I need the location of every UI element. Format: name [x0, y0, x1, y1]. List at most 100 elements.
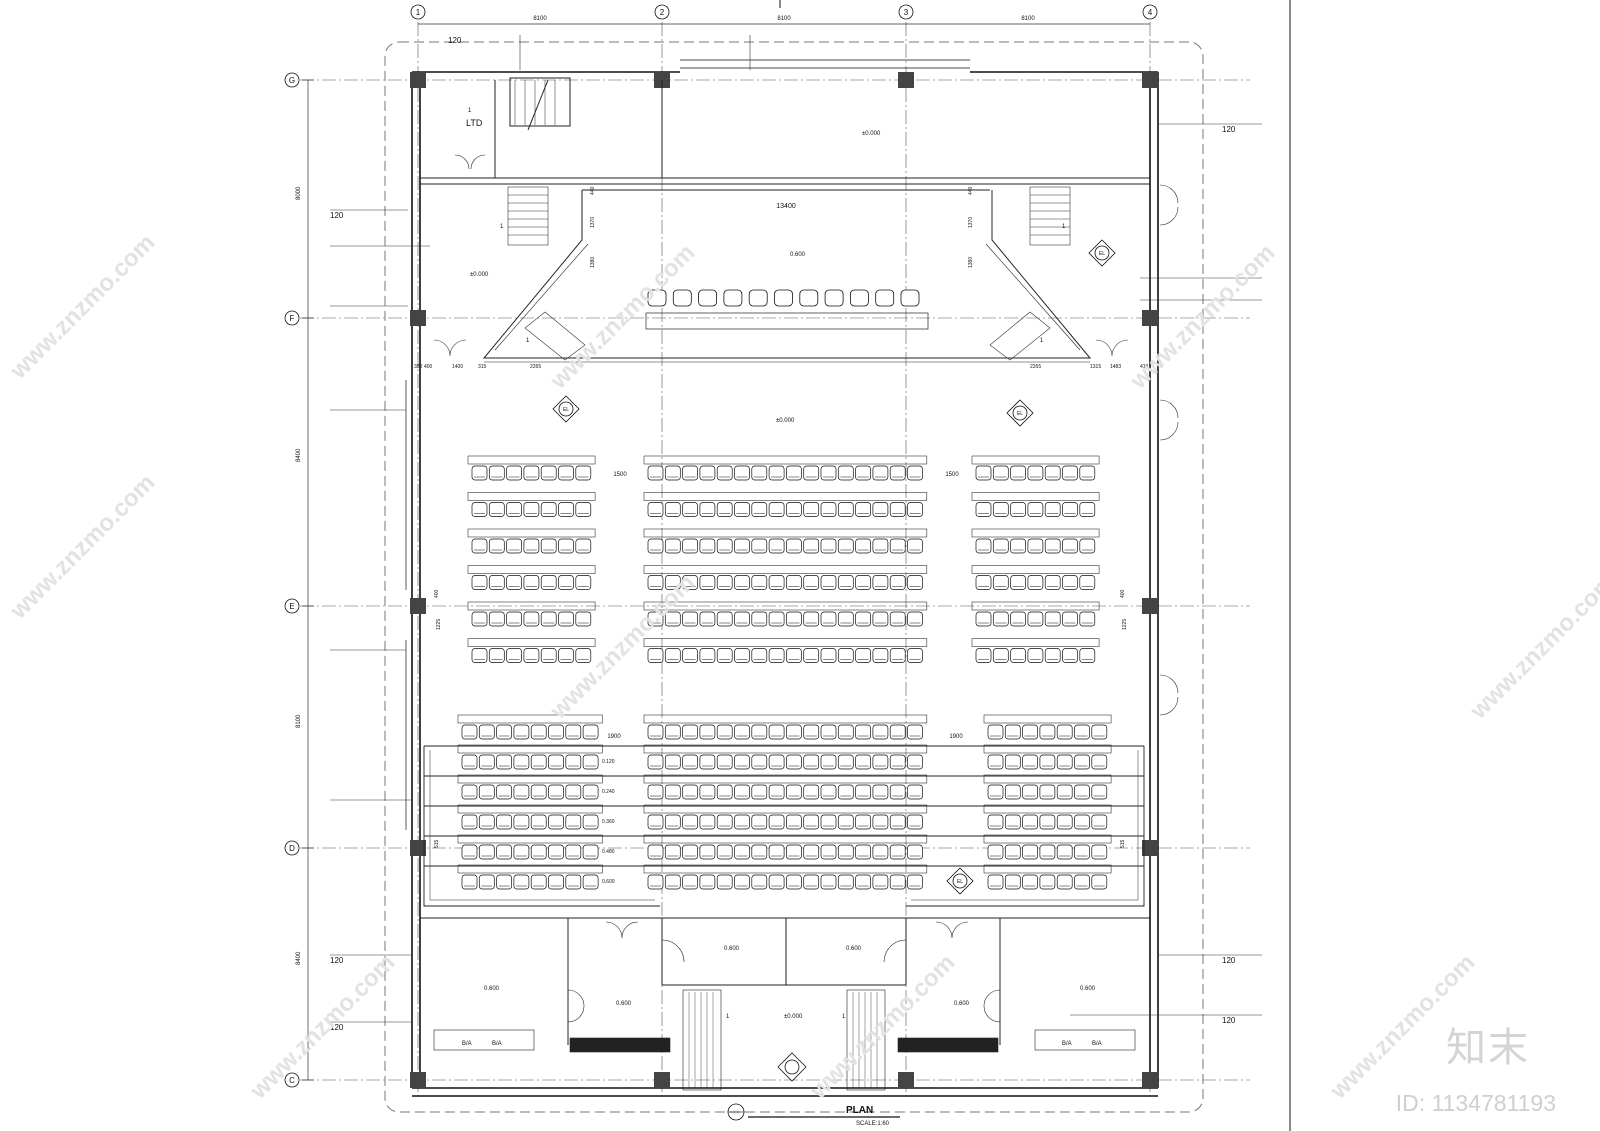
room5-elev: 0.600 [954, 1001, 970, 1007]
dim-440-right: 440 [968, 186, 974, 195]
plan-scale: SCALE:1:60 [856, 1121, 890, 1127]
lower-rooms [420, 917, 1150, 1091]
audience-seat [1056, 844, 1073, 860]
seat-rail [971, 528, 1100, 538]
audience-seat [786, 784, 802, 800]
audience-seat [1004, 754, 1021, 770]
audience-seat [803, 502, 820, 517]
audience-seat [461, 874, 478, 890]
audience-seat [1091, 844, 1108, 860]
audience-seat [855, 844, 871, 860]
svg-text:www.znzmo.com: www.znzmo.com [804, 949, 960, 1105]
audience-seat [530, 784, 547, 800]
audience-seat [496, 784, 512, 800]
audience-seat [1044, 502, 1061, 517]
seat-rail [643, 774, 928, 784]
audience-seat [1074, 874, 1090, 890]
audience-seat [513, 844, 530, 860]
audience-seat [1062, 465, 1078, 481]
audience-seat [471, 648, 488, 663]
audience-seat [1010, 611, 1026, 627]
partition-note-1: 120 [330, 211, 344, 220]
audience-seat [889, 648, 906, 663]
audience-seat [734, 575, 750, 590]
numeral-1d: 1 [1062, 224, 1066, 230]
svg-text:www.znzmo.com: www.znzmo.com [544, 569, 700, 725]
audience-seat [1044, 611, 1061, 627]
audience-seat [523, 538, 540, 554]
svg-text:F: F [290, 314, 295, 323]
dim-440-left: 440 [590, 186, 596, 195]
column [410, 72, 426, 88]
stage-chair [824, 289, 844, 307]
audience-seat [855, 874, 871, 890]
svg-text:www.znzmo.com: www.znzmo.com [244, 949, 400, 1105]
seat-rail [467, 601, 596, 611]
stage-chair [900, 289, 920, 307]
dim-1400: 1400 [452, 364, 463, 370]
audience-seat [786, 538, 802, 554]
audience-seat [682, 538, 698, 554]
audience-seat [992, 648, 1009, 663]
grid-bubble-row-F: F [284, 310, 300, 326]
grid-bubble-col-1: 1 [410, 4, 426, 20]
section-markers: EL EL EL EL [552, 239, 1116, 1082]
dim-1380-right: 1380 [968, 257, 974, 268]
leader-lines [330, 35, 1262, 1023]
audience-seat [1044, 538, 1061, 554]
seat-rail [457, 744, 603, 754]
audience-seat [664, 784, 681, 800]
audience-seat [523, 611, 540, 627]
audience-seat [523, 465, 540, 481]
audience-seat [751, 724, 768, 740]
audience-seat [548, 754, 564, 770]
col-dim-3: 8100 [1021, 16, 1035, 22]
audience-seat [523, 575, 540, 590]
dim-515-left: 515 [434, 839, 440, 848]
cabinet-label-3: B/A [1062, 1041, 1072, 1047]
stage-elev: 0.600 [790, 252, 806, 258]
audience-seat [506, 538, 522, 554]
audience-seat [803, 844, 820, 860]
audience-seat [506, 465, 522, 481]
audience-seat [1079, 502, 1096, 517]
audience-seat [889, 575, 906, 590]
audience-seat [647, 648, 664, 663]
stage-chairs [647, 289, 920, 307]
audience-seat [699, 844, 716, 860]
svg-text:EL: EL [563, 407, 569, 413]
audience-seat [907, 575, 923, 590]
seat-rail [643, 864, 928, 874]
audience-seat [1004, 874, 1021, 890]
audience-seat [513, 754, 530, 770]
svg-text:G: G [289, 76, 295, 85]
audience-seat [1027, 502, 1044, 517]
col-dim-1: 8100 [533, 16, 547, 22]
audience-seat [1039, 724, 1056, 740]
audience-seat [987, 754, 1004, 770]
svg-text:www.znzmo.com: www.znzmo.com [1464, 569, 1600, 725]
audience-seat [889, 611, 906, 627]
audience-seat [716, 648, 733, 663]
audience-seat [751, 874, 768, 890]
dim-1370-right: 1370 [968, 217, 974, 228]
audience-seat [768, 814, 785, 830]
svg-text:E: E [289, 602, 294, 611]
audience-seat [907, 874, 923, 890]
room2-elev: 0.600 [616, 1001, 632, 1007]
svg-text:EL: EL [957, 879, 963, 885]
numeral-1e: 1 [1040, 338, 1044, 344]
audience-seat [496, 844, 512, 860]
tier-platforms [423, 745, 1145, 907]
audience-seat [716, 502, 733, 517]
audience-seat [820, 844, 837, 860]
left-dimension-chain [302, 79, 314, 1081]
audience-seat [1004, 724, 1021, 740]
audience-seat [664, 465, 681, 481]
audience-seat [855, 465, 871, 481]
cabinet-label-1: B/A [462, 1041, 472, 1047]
audience-seat [1010, 502, 1026, 517]
audience-seat [1091, 814, 1108, 830]
audience-seat [1004, 784, 1021, 800]
audience-seat [837, 575, 854, 590]
